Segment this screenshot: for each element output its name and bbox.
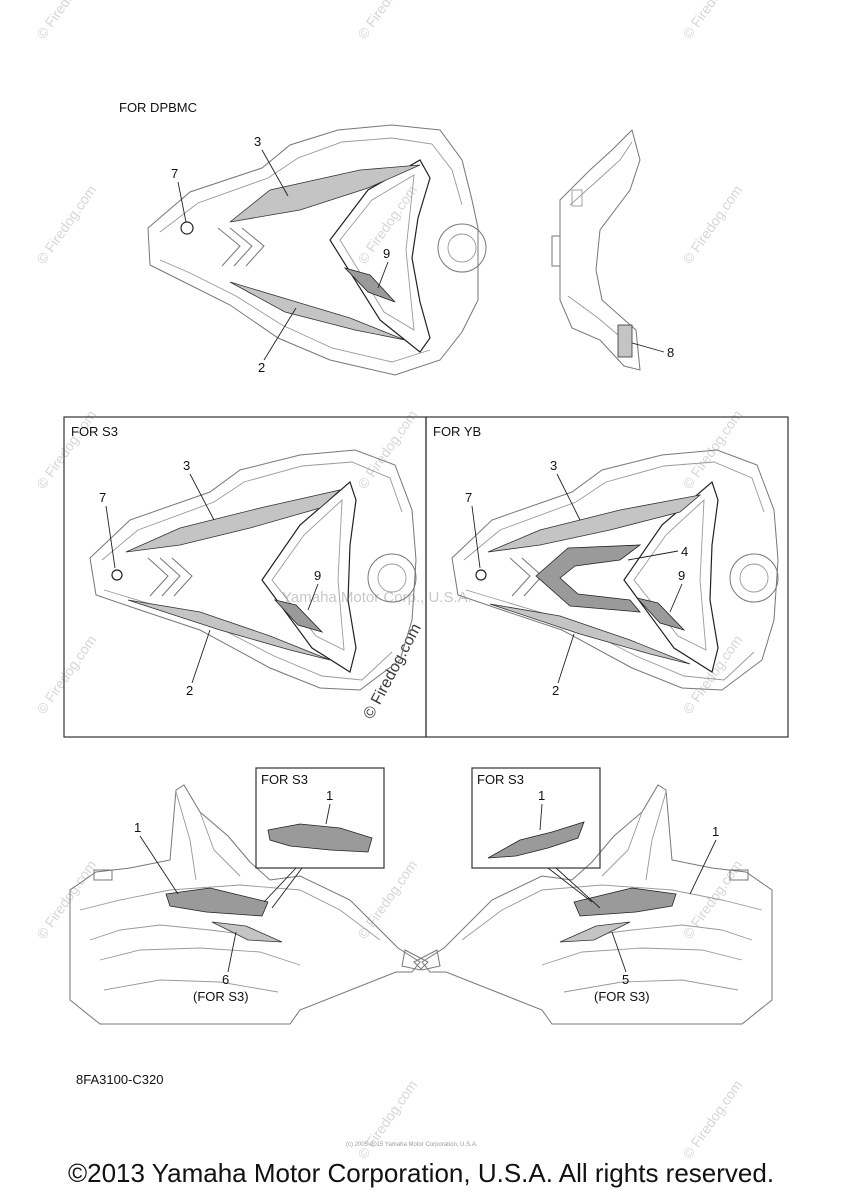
panel-label-s3: FOR S3 [71, 424, 118, 439]
callout-1: 1 [134, 820, 141, 835]
callout-9: 9 [678, 568, 685, 583]
center-watermark-site: © Firedog.com [361, 621, 425, 722]
watermark: © Firedog.com [33, 182, 99, 267]
callout-9: 9 [383, 246, 390, 261]
left-side-view [69, 784, 429, 1025]
callout-4: 4 [681, 544, 688, 559]
callout-7: 7 [171, 166, 178, 181]
watermark: © Firedog.com [354, 407, 420, 492]
inset-for-s3-left [255, 767, 385, 869]
watermark: © Firedog.com [679, 632, 745, 717]
callout-1: 1 [538, 788, 545, 803]
watermark: © Firedog.com [33, 407, 99, 492]
parts-diagram: © Firedog.com © Firedog.com © Firedog.co… [33, 0, 789, 1160]
callout-6: 6 [222, 972, 229, 987]
watermark: © Firedog.com [33, 632, 99, 717]
hood-side-view [551, 129, 641, 371]
callout-7: 7 [465, 490, 472, 505]
watermark: © Firedog.com [354, 857, 420, 942]
hood-top-view-dpbmc [147, 124, 487, 376]
diagram-code: 8FA3100-C320 [76, 1072, 163, 1087]
callout-8: 8 [667, 345, 674, 360]
inset-label: FOR S3 [261, 772, 308, 787]
panel-for-yb [425, 416, 789, 738]
fine-print: (c) 2005-2015 Yamaha Motor Corporation, … [346, 1142, 478, 1148]
decal-1-inset [487, 821, 585, 859]
callout-1: 1 [326, 788, 333, 803]
inset-for-s3-right [471, 767, 601, 869]
callout-9: 9 [314, 568, 321, 583]
callout-2: 2 [186, 683, 193, 698]
for-s3-note: (FOR S3) [594, 989, 650, 1004]
section-label-dpbmc: FOR DPBMC [119, 100, 197, 115]
hood-top-view-s3 [89, 449, 417, 691]
callout-3: 3 [550, 458, 557, 473]
callout-2: 2 [552, 683, 559, 698]
callout-3: 3 [254, 134, 261, 149]
watermark: © Firedog.com [33, 857, 99, 942]
hood-top-view-yb [451, 449, 779, 691]
callout-3: 3 [183, 458, 190, 473]
right-side-view [413, 784, 773, 1025]
for-s3-note: (FOR S3) [193, 989, 249, 1004]
inset-label: FOR S3 [477, 772, 524, 787]
watermark: © Firedog.com [679, 407, 745, 492]
center-watermark: Yamaha Motor Corp., U.S.A. [282, 589, 472, 606]
panel-label-yb: FOR YB [433, 424, 481, 439]
footer-copyright: ©2013 Yamaha Motor Corporation, U.S.A. A… [67, 1158, 775, 1188]
watermark: © Firedog.com [679, 1077, 745, 1160]
watermark: © Firedog.com [354, 0, 420, 42]
callout-5: 5 [622, 972, 629, 987]
decal-1-inset [267, 823, 373, 853]
watermark: © Firedog.com [33, 0, 99, 42]
watermark: © Firedog.com [679, 0, 745, 42]
callout-2: 2 [258, 360, 265, 375]
callout-7: 7 [99, 490, 106, 505]
callout-1: 1 [712, 824, 719, 839]
watermark: © Firedog.com [679, 182, 745, 267]
